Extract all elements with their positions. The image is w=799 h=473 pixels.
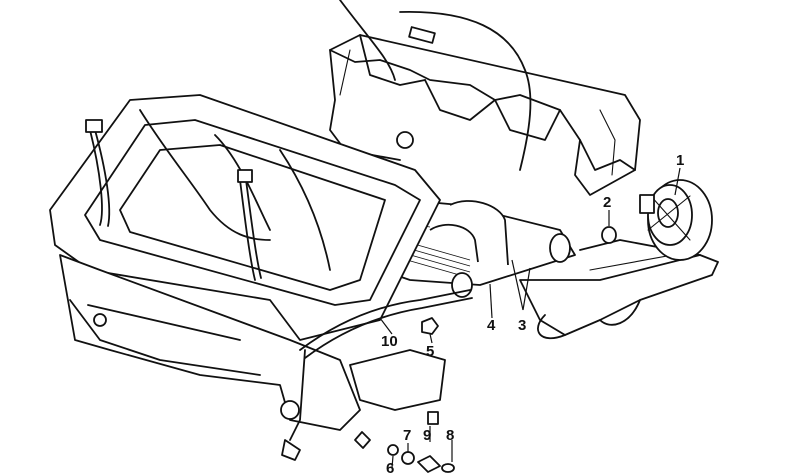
blower-motor: [639, 179, 713, 261]
callout-3: 3: [518, 317, 526, 334]
hex-nut: [421, 317, 439, 335]
callout-1: 1: [676, 152, 684, 169]
rear-heater-housing: [329, 26, 641, 196]
callout-6: 6: [386, 460, 394, 473]
callout-7: 7: [403, 427, 411, 444]
callout-10: 10: [381, 333, 398, 350]
lower-front-housing: [59, 254, 361, 431]
leader-lines: [379, 167, 681, 469]
heater-pipe: [280, 289, 473, 461]
callout-9: 9: [423, 427, 431, 444]
small-hardware: [354, 317, 455, 473]
callout-2: 2: [603, 194, 611, 211]
callout-8: 8: [446, 427, 454, 444]
connector: [417, 455, 441, 473]
air-flap: [349, 349, 446, 411]
hose-clamps: [85, 119, 262, 281]
strap: [354, 431, 371, 449]
washer: [401, 451, 415, 465]
callout-5: 5: [426, 343, 434, 360]
seal-ring: [601, 226, 617, 244]
grommet: [441, 463, 455, 473]
screw: [387, 444, 399, 456]
control-cable: [339, 0, 396, 81]
control-cable-2: [399, 11, 532, 171]
lower-right-duct: [519, 239, 719, 340]
callout-4: 4: [487, 317, 496, 334]
clip: [427, 411, 439, 425]
